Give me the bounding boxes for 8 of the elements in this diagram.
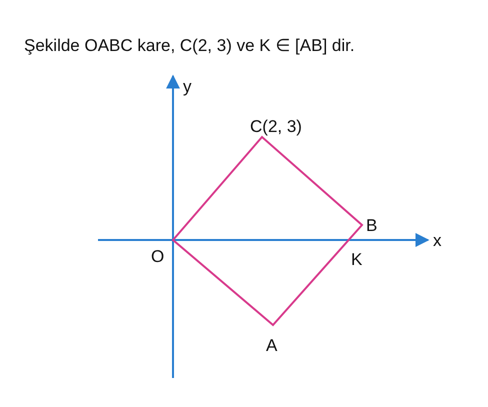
title: Şekilde OABC kare, C(2, 3) ve K ∈ [AB] dir. [24, 37, 355, 54]
point-label: B [366, 217, 378, 234]
point-label: A [266, 337, 278, 354]
point-label: O [151, 248, 164, 265]
point-label: C(2, 3) [250, 118, 302, 135]
axis-label: y [183, 78, 192, 95]
axis-label: x [433, 232, 442, 249]
point-label: K [351, 251, 362, 268]
